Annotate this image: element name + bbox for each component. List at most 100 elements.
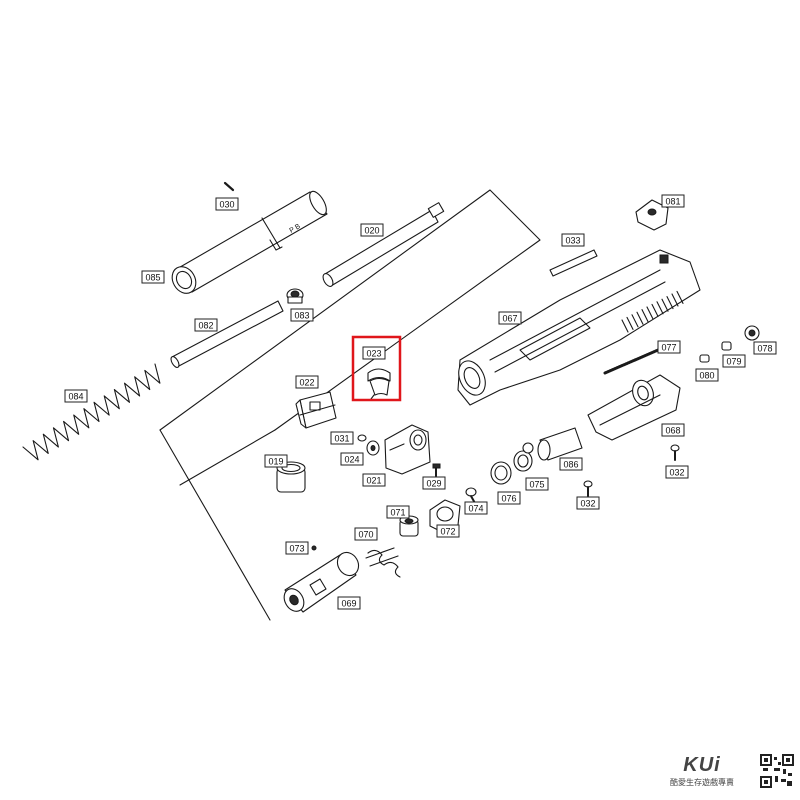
part-number-text: 067: [502, 314, 517, 324]
highlight-box: [351, 335, 402, 402]
kui-logo: KUi 酷愛生存遊戲專賣: [652, 754, 752, 788]
logo-mark: KUi: [683, 754, 721, 776]
part-019-sleeve: [276, 461, 306, 493]
barrel-group-outline: [159, 189, 541, 621]
part-label-084: 084: [64, 389, 88, 403]
part-number-text: 086: [563, 460, 578, 470]
part-label-073: 073: [285, 541, 309, 555]
part-069-nozzle: [283, 551, 360, 613]
qr-code-icon: [760, 754, 794, 788]
part-label-029: 029: [422, 476, 446, 490]
part-label-078: 078: [753, 341, 777, 355]
part-number-text: 076: [501, 494, 516, 504]
part-number-text: 075: [529, 480, 544, 490]
part-073-pin: [311, 545, 317, 551]
part-number-text: 032: [580, 499, 595, 509]
part-label-085: 085: [141, 270, 165, 284]
part-032a-screw: [583, 480, 593, 497]
part-label-019: 019: [264, 454, 288, 468]
part-number-text: 031: [334, 434, 349, 444]
part-number-text: 080: [699, 371, 714, 381]
part-number-text: 069: [341, 599, 356, 609]
part-number-text: 020: [364, 226, 379, 236]
part-number-text: 030: [219, 200, 234, 210]
part-number-text: 022: [299, 378, 314, 388]
part-number-text: 085: [145, 273, 160, 283]
logo-tagline: 酷愛生存遊戲專賣: [670, 778, 734, 787]
part-label-032b: 032: [665, 465, 689, 479]
part-075-bushing: [513, 442, 534, 472]
part-label-081: 081: [661, 194, 685, 208]
part-076-washer: [490, 461, 512, 485]
part-021-chamber-block: [384, 424, 431, 475]
part-label-033: 033: [561, 233, 585, 247]
part-label-083: 083: [290, 308, 314, 322]
part-077-spring: [603, 348, 660, 375]
part-number-text: 084: [68, 392, 83, 402]
part-031-oring: [357, 434, 367, 442]
part-number-text: 077: [661, 343, 676, 353]
part-086-cylinder: [537, 427, 583, 461]
part-085-outer-barrel: P B: [171, 190, 328, 294]
part-number-text: 073: [289, 544, 304, 554]
part-label-069: 069: [337, 596, 361, 610]
part-label-023: 023: [362, 346, 386, 360]
part-number-text: 023: [366, 349, 381, 359]
part-label-021: 021: [362, 473, 386, 487]
part-number-text: 071: [390, 508, 405, 518]
part-number-text: 079: [726, 357, 741, 367]
part-number-text: 070: [358, 530, 373, 540]
part-number-text: 019: [268, 457, 283, 467]
part-079-pin: [721, 341, 732, 351]
part-label-071: 071: [386, 505, 410, 519]
part-067-slide: [457, 249, 701, 406]
part-label-077: 077: [657, 340, 681, 354]
part-084-recoil-spring: [22, 363, 161, 461]
part-022-hopup-chamber: [295, 391, 337, 429]
part-number-text: 032: [669, 468, 684, 478]
part-078-plug: [744, 325, 760, 341]
part-label-030: 030: [215, 197, 239, 211]
part-label-079: 079: [722, 354, 746, 368]
part-number-text: 083: [294, 311, 309, 321]
part-number-text: 072: [440, 527, 455, 537]
part-label-072: 072: [436, 524, 460, 538]
part-label-075: 075: [525, 477, 549, 491]
part-number-text: 078: [757, 344, 772, 354]
slide-marking-text: P B: [289, 223, 302, 235]
part-number-text: 074: [468, 504, 483, 514]
part-label-086: 086: [559, 457, 583, 471]
part-029-screw: [432, 463, 441, 477]
part-068-housing: [587, 374, 681, 441]
part-070-valve-spring: [365, 547, 401, 578]
part-023-hopup-clip: [367, 368, 391, 400]
part-label-068: 068: [661, 423, 685, 437]
part-number-text: 033: [565, 236, 580, 246]
part-032b-screw: [670, 444, 680, 461]
part-024-wheel: [366, 440, 380, 456]
part-030-pin: [223, 181, 235, 192]
part-number-text: 082: [198, 321, 213, 331]
part-labels: 030 085 020 083 082 084 023 022 031 024 019 021 029 0…: [64, 194, 777, 610]
part-number-text: 021: [366, 476, 381, 486]
part-020-inner-barrel: [322, 202, 445, 287]
part-number-text: 068: [665, 426, 680, 436]
part-label-076: 076: [497, 491, 521, 505]
part-label-031: 031: [330, 431, 354, 445]
part-label-020: 020: [360, 223, 384, 237]
part-080-pin: [699, 354, 710, 363]
part-label-067: 067: [498, 311, 522, 325]
part-071-valve-head: [399, 515, 419, 537]
part-label-082: 082: [194, 318, 218, 332]
part-label-070: 070: [354, 527, 378, 541]
part-number-text: 024: [344, 455, 359, 465]
part-number-text: 081: [665, 197, 680, 207]
part-label-024: 024: [340, 452, 364, 466]
part-033-bar: [549, 249, 598, 277]
part-number-text: 029: [426, 479, 441, 489]
part-081-rear-sight: [635, 199, 669, 231]
part-label-032a: 032: [576, 496, 600, 510]
part-label-080: 080: [695, 368, 719, 382]
part-082-recoil-rod: [170, 300, 284, 368]
